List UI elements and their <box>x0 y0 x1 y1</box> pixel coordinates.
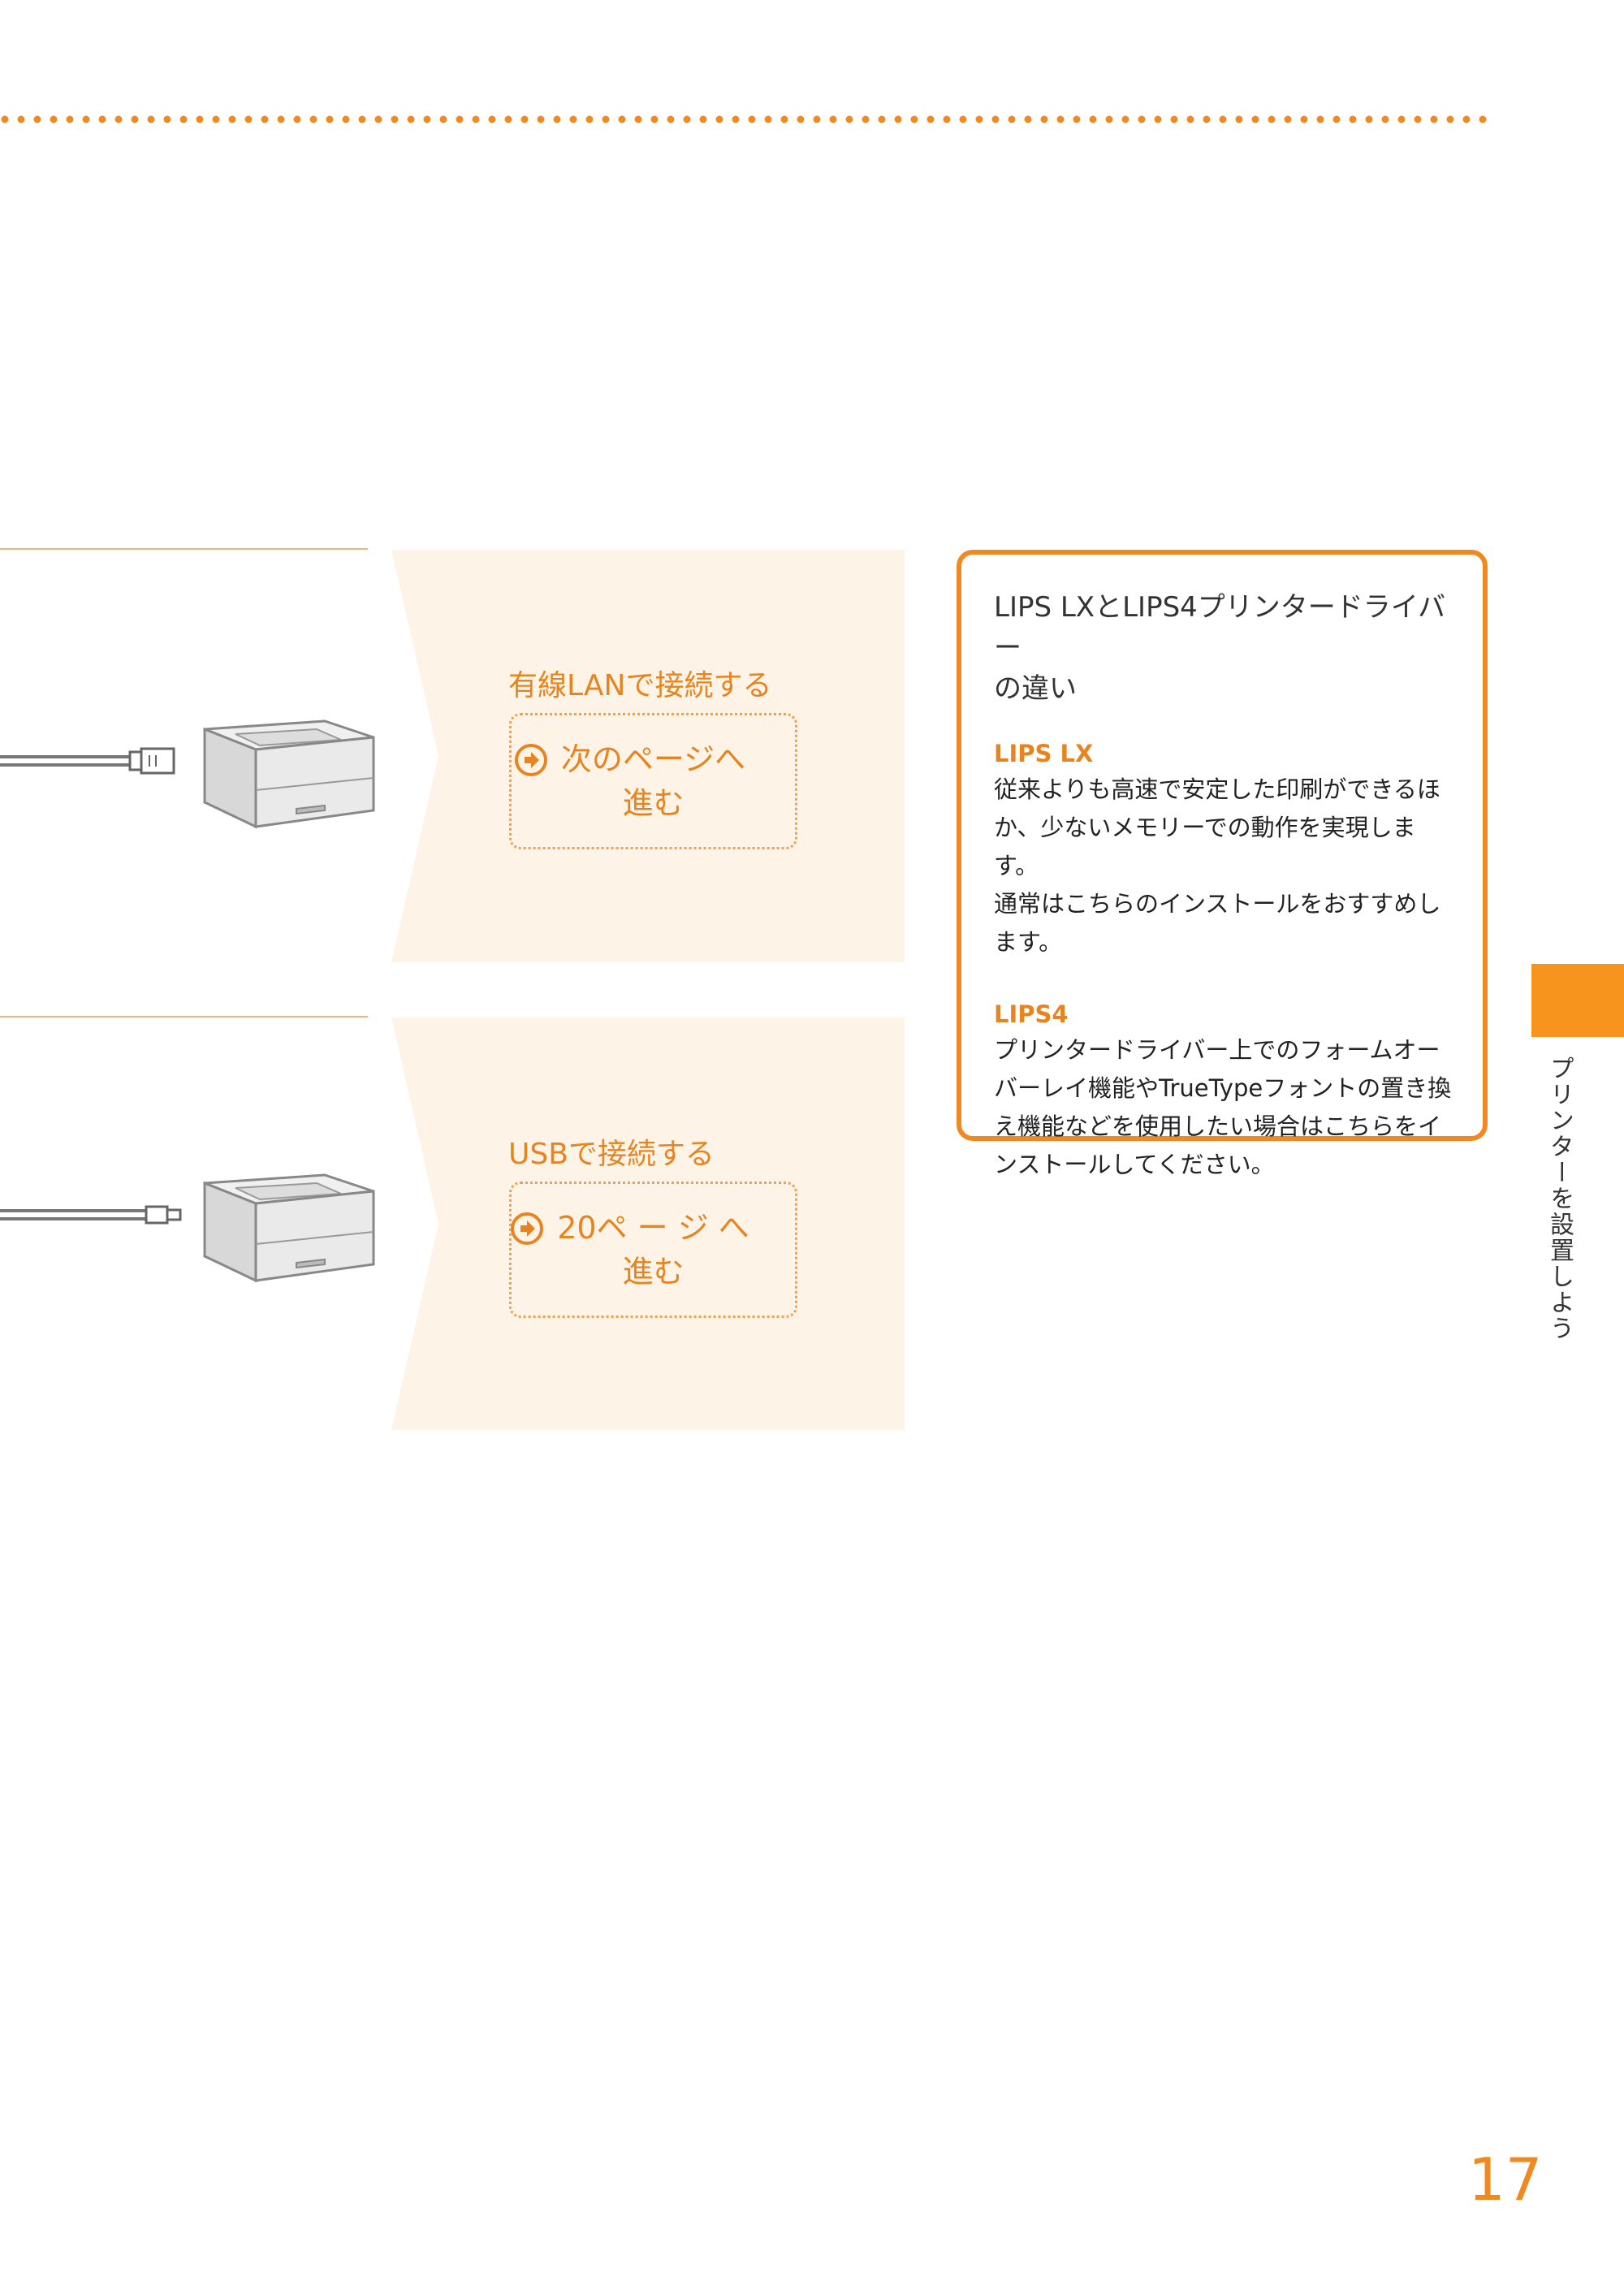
top-dotted-rule <box>1 115 1501 123</box>
wired-printer-illustration <box>0 719 375 829</box>
lips4-line: ンストールしてください。 <box>994 1151 1275 1178</box>
lan-cable-icon <box>0 747 175 775</box>
lipslx-description: 従来よりも高速で安定した印刷ができるほ か、少ないメモリーでの動作を実現します。… <box>994 771 1453 961</box>
lipslx-heading: LIPS LX <box>994 740 1094 767</box>
page-20-button-line1: 20ペ ー ジ へ <box>557 1210 749 1246</box>
next-page-button-line1: 次のページへ <box>560 741 746 777</box>
lips4-line: え機能などを使用したい場合はこちらをイ <box>994 1112 1442 1140</box>
chapter-tab <box>1531 964 1624 1037</box>
wired-lan-title: 有線LANで接続する <box>508 669 772 702</box>
arrow-right-circle-icon <box>511 1212 544 1245</box>
chapter-tab-label: プリンターを設置しよう <box>1545 1056 1574 1341</box>
arrow-right-circle-icon <box>514 744 547 776</box>
info-title-line1: LIPS LXとLIPS4プリンタードライバー <box>994 591 1446 664</box>
next-page-button[interactable]: 次のページへ 進む <box>509 713 797 849</box>
wired-section-rule <box>0 548 368 550</box>
usb-title: USBで接続する <box>508 1138 715 1171</box>
usb-printer-illustration <box>0 1173 375 1283</box>
next-page-button-line2: 進む <box>622 785 685 821</box>
page-20-button-line2: 進む <box>622 1254 685 1290</box>
info-title-line2: の違い <box>994 672 1077 705</box>
usb-section-rule <box>0 1016 368 1017</box>
lipslx-line: 通常はこちらのインストールをおすすめし <box>994 890 1441 918</box>
usb-cable-icon <box>0 1205 182 1225</box>
lips4-line: バーレイ機能やTrueTypeフォントの置き換 <box>994 1074 1452 1102</box>
lipslx-line: 従来よりも高速で安定した印刷ができるほ <box>994 775 1440 803</box>
printer-icon <box>203 1173 375 1283</box>
lips4-heading: LIPS4 <box>994 1000 1069 1028</box>
lipslx-line: か、少ないメモリーでの動作を実現します。 <box>994 814 1416 879</box>
printer-icon <box>203 719 375 829</box>
lips4-description: プリンタードライバー上でのフォームオー バーレイ機能やTrueTypeフォントの… <box>994 1031 1453 1184</box>
lipslx-line: ます。 <box>994 928 1063 956</box>
lips4-line: プリンタードライバー上でのフォームオー <box>994 1036 1440 1064</box>
driver-difference-box: LIPS LXとLIPS4プリンタードライバー の違い LIPS LX 従来より… <box>957 550 1488 1178</box>
usb-panel <box>391 1017 905 1430</box>
wired-lan-panel <box>391 550 905 962</box>
page-20-button[interactable]: 20ペ ー ジ へ 進む <box>509 1182 797 1318</box>
page-number: 17 <box>1468 2145 1543 2214</box>
